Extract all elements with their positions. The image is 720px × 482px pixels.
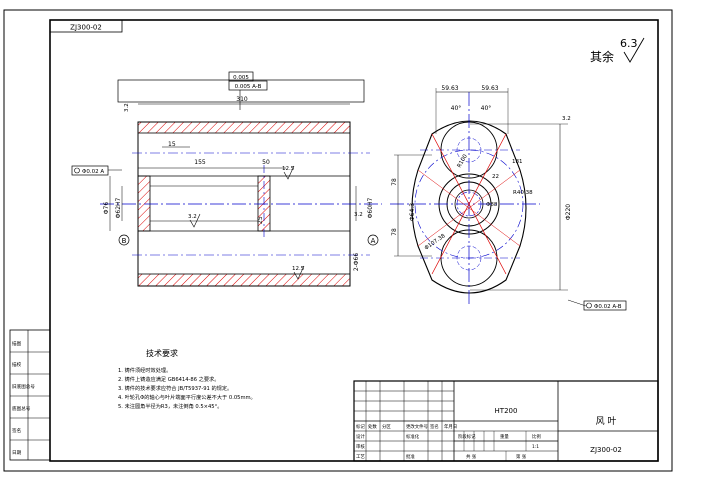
roughness-other-value: 6.3	[620, 37, 638, 50]
stamp-4: 底图总号	[12, 405, 31, 412]
tb-r4-c5: 共 张	[466, 453, 477, 460]
note-3: 3. 铸件的技术要求应符合 JB/T5937-91 的规定。	[118, 384, 232, 392]
tb-r2-c6: 重量	[500, 433, 509, 440]
dim-angle-a: 40°	[451, 105, 462, 112]
ra-3-2-right: 3.2	[354, 212, 363, 218]
tb-r1-c1: 标记	[356, 423, 365, 430]
stamp-6: 日期	[12, 450, 22, 456]
dim-width-a: 59.63	[441, 85, 458, 92]
ra-3-2-top: 3.2	[124, 103, 130, 112]
tb-r3-c7: 1:1	[532, 444, 539, 450]
tb-r1-c6: 年月日	[444, 423, 457, 430]
outer-border	[3, 9, 673, 472]
datum-b-icon	[118, 234, 130, 246]
dim-50: 50	[262, 159, 270, 166]
gdt-left: Φ0.02 A	[82, 169, 104, 175]
note-1: 1. 铸件须经时效处理。	[118, 366, 171, 374]
dim-d76: Φ76	[103, 202, 110, 215]
note-2: 2. 铸件上铸造应满足 GB6414-86 之要求。	[118, 375, 219, 383]
ra-3-2-mid: 3.2	[188, 214, 197, 220]
end-view: 59.63 59.63 40° 40° 78 78 Φ64.3 Φ88 Φ107…	[390, 85, 627, 311]
tb-r2-c7: 比例	[532, 433, 541, 440]
dim-181: 181	[512, 159, 523, 165]
dim-d107: Φ107.38	[424, 233, 447, 252]
note-5: 5. 未注圆角半径为R3，未注倒角 0.5×45°。	[118, 402, 222, 410]
section-view: 0.005 0.005 A-B 310 155 50 15 3.2 12.5	[71, 71, 382, 287]
stamp-3: 旧底图总号	[12, 383, 35, 390]
datum-a: A	[371, 237, 376, 245]
title-block: HT200 风 叶 ZJ300-02 标记 处数 分区 更改文件号 签名 年月日…	[353, 380, 659, 462]
dim-155: 155	[194, 159, 206, 166]
stamp-2: 描校	[12, 361, 22, 368]
tol-position: 0.005 A-B	[235, 84, 262, 90]
ra-12-5-a: 12.5	[282, 166, 295, 172]
stamp-1: 描图	[12, 340, 22, 347]
top-number-box	[49, 19, 123, 33]
tb-r2-c3: 标准化	[406, 433, 420, 440]
drawing-number-block: ZJ300-02	[590, 446, 622, 454]
drawing-number-top: ZJ300-02	[70, 24, 102, 32]
tb-r1-c2: 处数	[368, 423, 377, 430]
dim-22: 22	[492, 174, 499, 180]
tb-r2-c5: 阶段标记	[458, 433, 476, 440]
roughness-symbol-icon	[623, 37, 645, 63]
position-icon	[74, 167, 80, 174]
ra-3-2-end: 3.2	[562, 116, 571, 122]
technical-notes: 技术要求 1. 铸件须经时效处理。 2. 铸件上铸造应满足 GB6414-86 …	[118, 348, 256, 410]
roughness-other-label: 其余	[590, 49, 614, 64]
dim-15: 15	[168, 141, 176, 148]
dim-angle-b: 40°	[481, 105, 492, 112]
datum-a-icon	[367, 234, 379, 246]
gdt-right: Φ0.02 A-B	[594, 304, 622, 310]
dim-d88: Φ88	[486, 202, 498, 208]
dim-d62h7: Φ62H7	[115, 197, 122, 218]
dim-width-b: 59.63	[481, 85, 498, 92]
tol-flat: 0.005	[233, 75, 249, 81]
note-4: 4. 叶轮孔Φ的轴心与叶片端面平行度公差不大于 0.05mm。	[118, 393, 256, 401]
tb-r1-c4: 更改文件号	[406, 423, 429, 430]
stamp-5: 签名	[12, 427, 21, 434]
datum-b: B	[122, 237, 127, 245]
part-name: 风 叶	[596, 416, 617, 427]
left-stamp: 描图 描校 旧底图总号 底图总号 签名 日期	[9, 329, 51, 461]
dim-overall-length: 310	[236, 96, 248, 103]
position-icon	[586, 302, 592, 309]
notes-title: 技术要求	[146, 348, 178, 358]
tb-r3-c1: 审核	[356, 443, 365, 450]
material: HT200	[495, 407, 518, 415]
tb-r4-c6: 第 张	[516, 453, 527, 460]
dim-d64: Φ64.3	[409, 203, 416, 221]
ra-12-5-b: 12.5	[292, 266, 305, 272]
dim-h78-b: 78	[391, 228, 398, 236]
dim-d60h7: Φ60H7	[367, 197, 374, 218]
dim-h78-a: 78	[391, 178, 398, 186]
dim-d220: Φ220	[565, 204, 572, 220]
tb-r4-c1: 工艺	[356, 454, 365, 460]
dim-25: 25	[257, 216, 264, 224]
dim-r40: R40.38	[513, 190, 533, 196]
tb-r4-c3: 批准	[406, 453, 415, 460]
tb-r1-c5: 签名	[430, 423, 439, 430]
tb-r1-c3: 分区	[382, 423, 391, 430]
tb-r2-c1: 设计	[356, 433, 365, 440]
dim-2xd66: 2-Φ66	[353, 253, 360, 272]
